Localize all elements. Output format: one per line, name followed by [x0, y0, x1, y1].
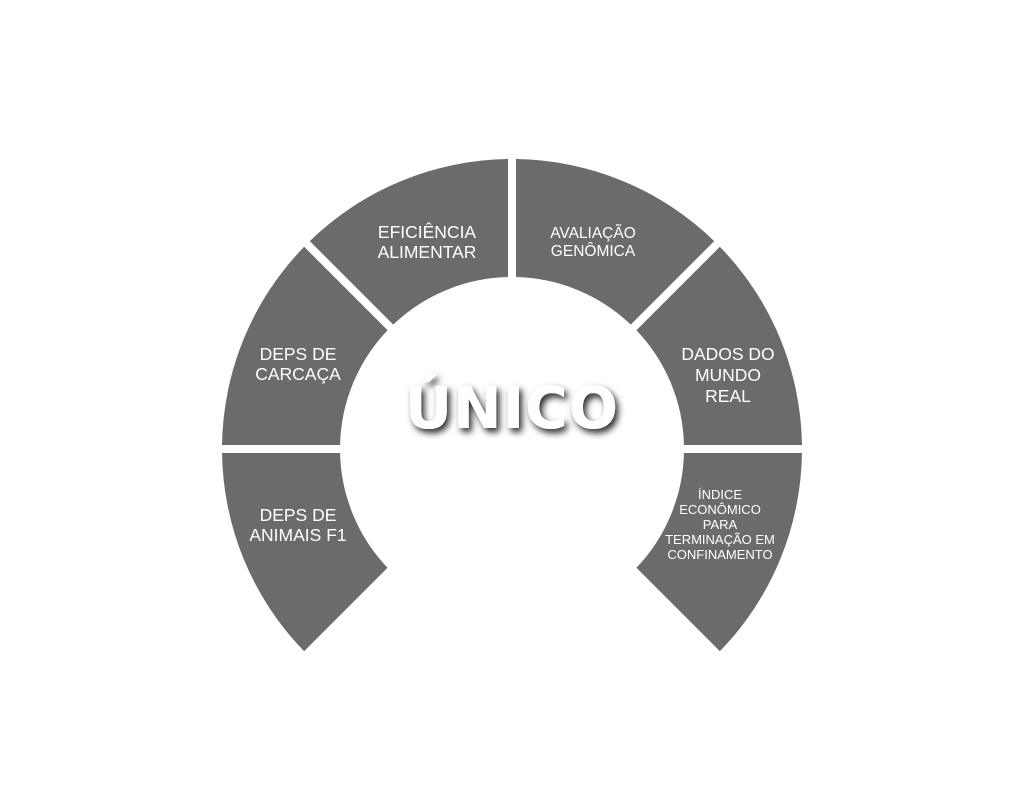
segment-label-line: DEPS DE	[260, 505, 337, 525]
segment-avaliacao-genomica	[516, 159, 715, 325]
segment-dados-mundo-real	[636, 246, 802, 445]
segment-label-line: REAL	[705, 386, 751, 406]
segment-label-line: DADOS DO	[681, 344, 774, 364]
segment-label-line: AVALIAÇÃO	[550, 225, 636, 242]
segment-label-line: ANIMAIS F1	[249, 525, 346, 545]
segment-label-line: ALIMENTAR	[378, 242, 477, 262]
segment-deps-carcaca	[222, 246, 388, 445]
segment-indice-economico	[636, 453, 802, 652]
segment-label-line: EFICIÊNCIA	[378, 222, 477, 242]
segment-label-line: ÍNDICE	[698, 487, 742, 502]
center-title: ÚNICO	[405, 373, 619, 442]
segment-label-line: TERMINAÇÃO EM	[665, 532, 775, 547]
segment-eficiencia-alimentar	[309, 159, 508, 325]
segments-group	[222, 159, 802, 652]
segment-deps-animais-f1	[222, 453, 388, 652]
segment-label-line: MUNDO	[695, 365, 761, 385]
segment-label-line: GENÔMICA	[551, 243, 636, 260]
segment-label-line: ECONÔMICO	[679, 502, 761, 517]
segment-label-line: DEPS DE	[260, 344, 337, 364]
segment-label-line: PARA	[703, 517, 738, 532]
segment-label-line: CONFINAMENTO	[667, 547, 772, 562]
segment-label-line: CARCAÇA	[255, 364, 341, 384]
